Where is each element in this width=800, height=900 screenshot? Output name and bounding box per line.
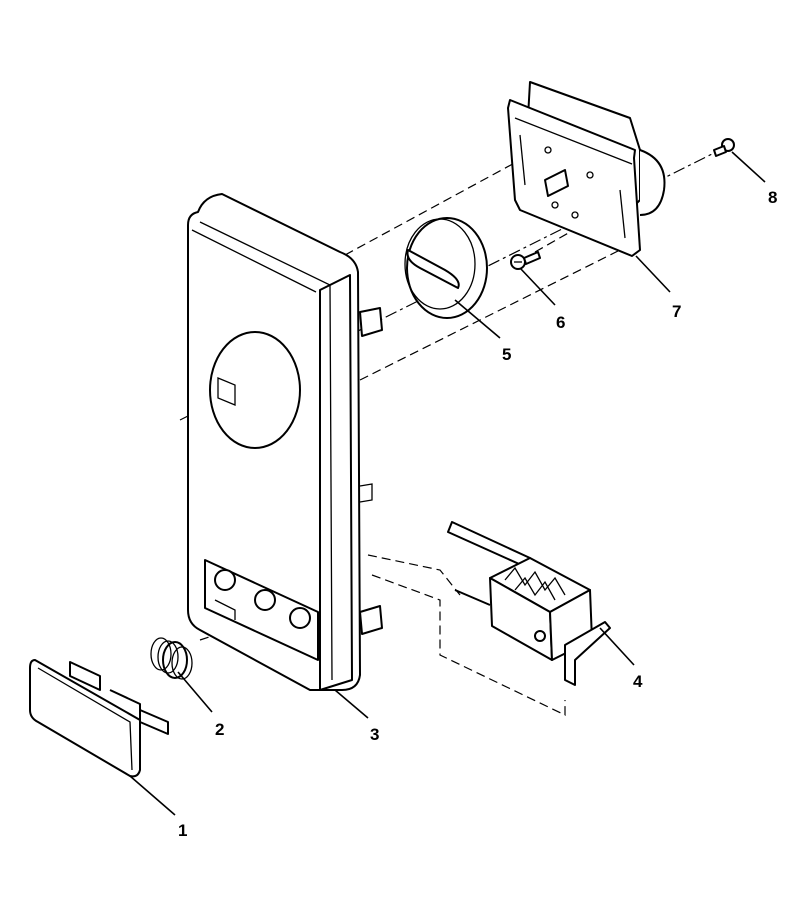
callout-5: 5: [502, 345, 511, 364]
button-part: [29, 659, 169, 778]
callout-2: 2: [215, 720, 224, 739]
housing-part: [187, 193, 383, 691]
screw-part-6: [510, 251, 541, 270]
callout-labels: 1 2 3 4 5 6 7 8: [178, 188, 777, 840]
knob-part: [404, 217, 488, 319]
latch-part: [447, 521, 611, 686]
callout-3: 3: [370, 725, 379, 744]
callout-6: 6: [556, 313, 565, 332]
bracket-part: [507, 81, 666, 257]
callout-8: 8: [768, 188, 777, 207]
leader-lines: [129, 151, 766, 816]
screw-part-8: [713, 138, 735, 157]
callout-7: 7: [672, 302, 681, 321]
callout-4: 4: [633, 672, 643, 691]
spring-part: [150, 637, 193, 680]
callout-1: 1: [178, 821, 187, 840]
